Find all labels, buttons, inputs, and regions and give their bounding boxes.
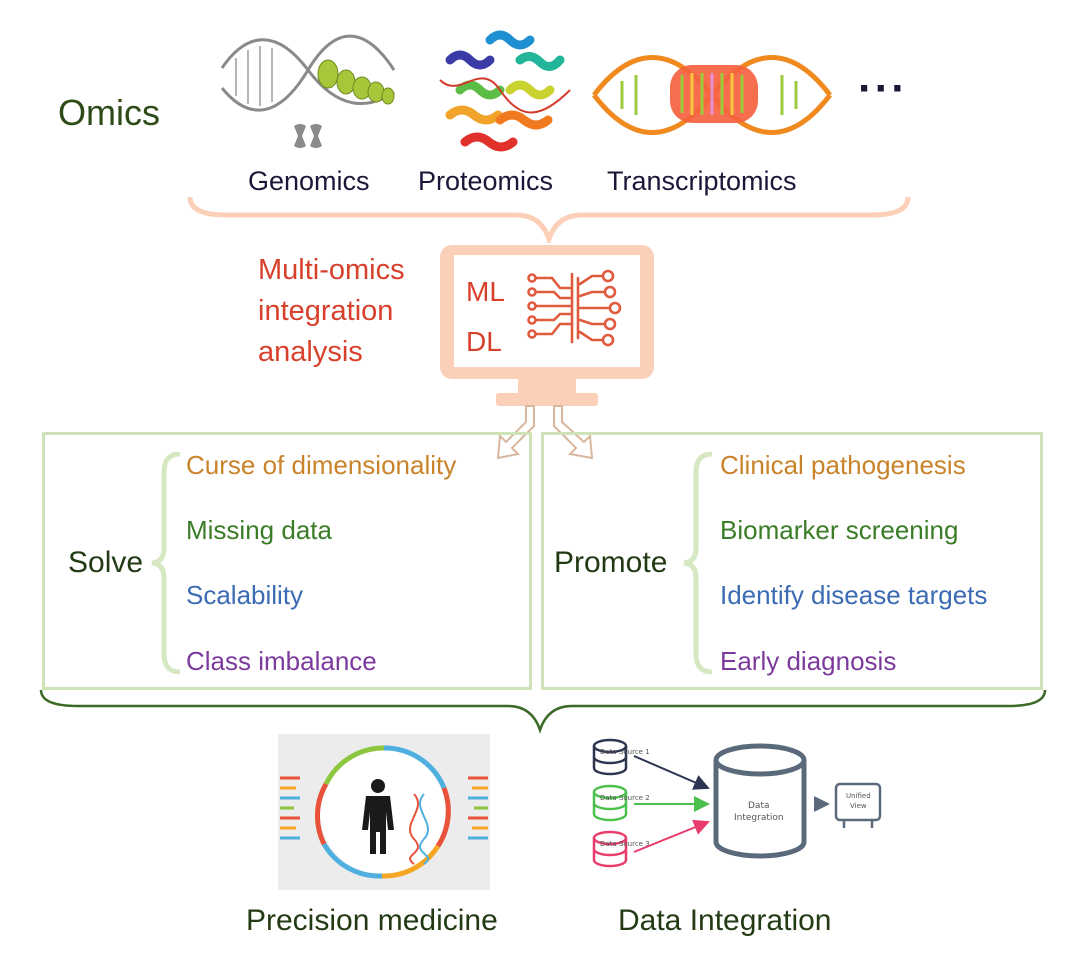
dl-label: DL [466, 326, 502, 357]
solve-brace [151, 452, 181, 674]
data-source-1-label: Data Source 1 [600, 748, 650, 756]
promote-item-3: Identify disease targets [720, 580, 988, 610]
solve-label: Solve [68, 546, 144, 579]
outcome-brace [39, 689, 1047, 734]
human-body-dna-icon [278, 734, 490, 890]
promote-item-2: Biomarker screening [720, 515, 959, 545]
data-integration-caption: Data Integration [618, 904, 832, 937]
genomics-label: Genomics [248, 166, 370, 196]
promote-item-4: Early diagnosis [720, 646, 897, 676]
analysis-line-1: Multi-omics [258, 254, 405, 286]
solve-item-1: Curse of dimensionality [186, 450, 457, 480]
neural-network-icon [527, 269, 622, 347]
unified-view-line-2: View [850, 802, 867, 810]
dna-helix-chromosome-icon [220, 34, 396, 148]
solve-item-3: Scalability [186, 580, 304, 610]
hub-label-line-1: Data [748, 801, 770, 811]
unified-view-line-1: Unified [846, 792, 871, 800]
multi-omics-analysis-label: Multi-omics integration analysis [258, 250, 405, 373]
analysis-line-2: integration [258, 295, 394, 327]
promote-item-1: Clinical pathogenesis [720, 450, 966, 480]
rna-transcription-icon [592, 55, 832, 135]
promote-panel [541, 432, 1043, 690]
computer-monitor-icon [440, 245, 654, 406]
solve-item-2: Missing data [186, 515, 332, 545]
solve-panel [42, 432, 532, 690]
analysis-line-3: analysis [258, 336, 363, 368]
precision-medicine-caption: Precision medicine [246, 904, 498, 937]
hub-label-line-2: Integration [734, 813, 784, 823]
promote-brace [683, 452, 713, 674]
ml-label: ML [466, 276, 505, 307]
data-source-3-label: Data Source 3 [600, 840, 650, 848]
omics-label: Omics [58, 92, 160, 133]
promote-label: Promote [554, 546, 668, 579]
data-source-2-label: Data Source 2 [600, 794, 650, 802]
proteomics-label: Proteomics [418, 166, 554, 196]
protein-structure-icon [439, 30, 571, 152]
transcriptomics-label: Transcriptomics [607, 166, 797, 196]
more-omics-ellipsis: ··· [858, 64, 908, 113]
database-integration-icon: Data Source 1 Data Source 2 Data Source … [592, 738, 882, 868]
solve-item-4: Class imbalance [186, 646, 377, 676]
omics-brace [187, 196, 911, 243]
